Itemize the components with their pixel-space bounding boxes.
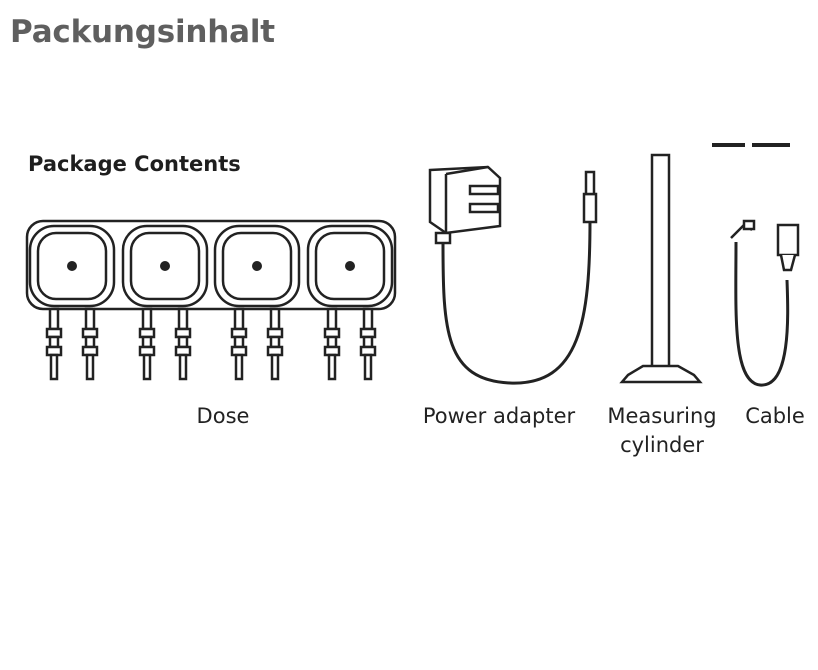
- cable-drawing: [730, 219, 800, 387]
- power-adapter-drawing: [428, 165, 598, 385]
- tube-fitting: [138, 307, 156, 381]
- pump-head: [28, 224, 116, 308]
- tube-fitting: [266, 307, 284, 381]
- tube-fitting: [359, 307, 377, 381]
- measuring-cylinder-drawing: [619, 143, 790, 384]
- tube-fitting: [230, 307, 248, 381]
- tube-fitting: [323, 307, 341, 381]
- pump-head: [213, 224, 301, 308]
- caption-power-adapter: Power adapter: [422, 404, 576, 428]
- package-contents-figure: Package Contents Dose Power adapter Meas…: [0, 130, 818, 470]
- dosing-pump-drawing: [25, 219, 397, 381]
- pump-head: [306, 224, 394, 308]
- package-contents-illustration: [25, 143, 800, 387]
- tube-fitting: [174, 307, 192, 381]
- pump-head: [121, 224, 209, 308]
- caption-cable: Cable: [745, 404, 805, 428]
- tube-fitting: [45, 307, 63, 381]
- figure-title: Package Contents: [28, 152, 241, 176]
- page-heading: Packungsinhalt: [10, 14, 275, 50]
- caption-measuring-cylinder: Measuring cylinder: [607, 404, 717, 457]
- tube-fitting: [81, 307, 99, 381]
- caption-dose: Dose: [196, 404, 250, 428]
